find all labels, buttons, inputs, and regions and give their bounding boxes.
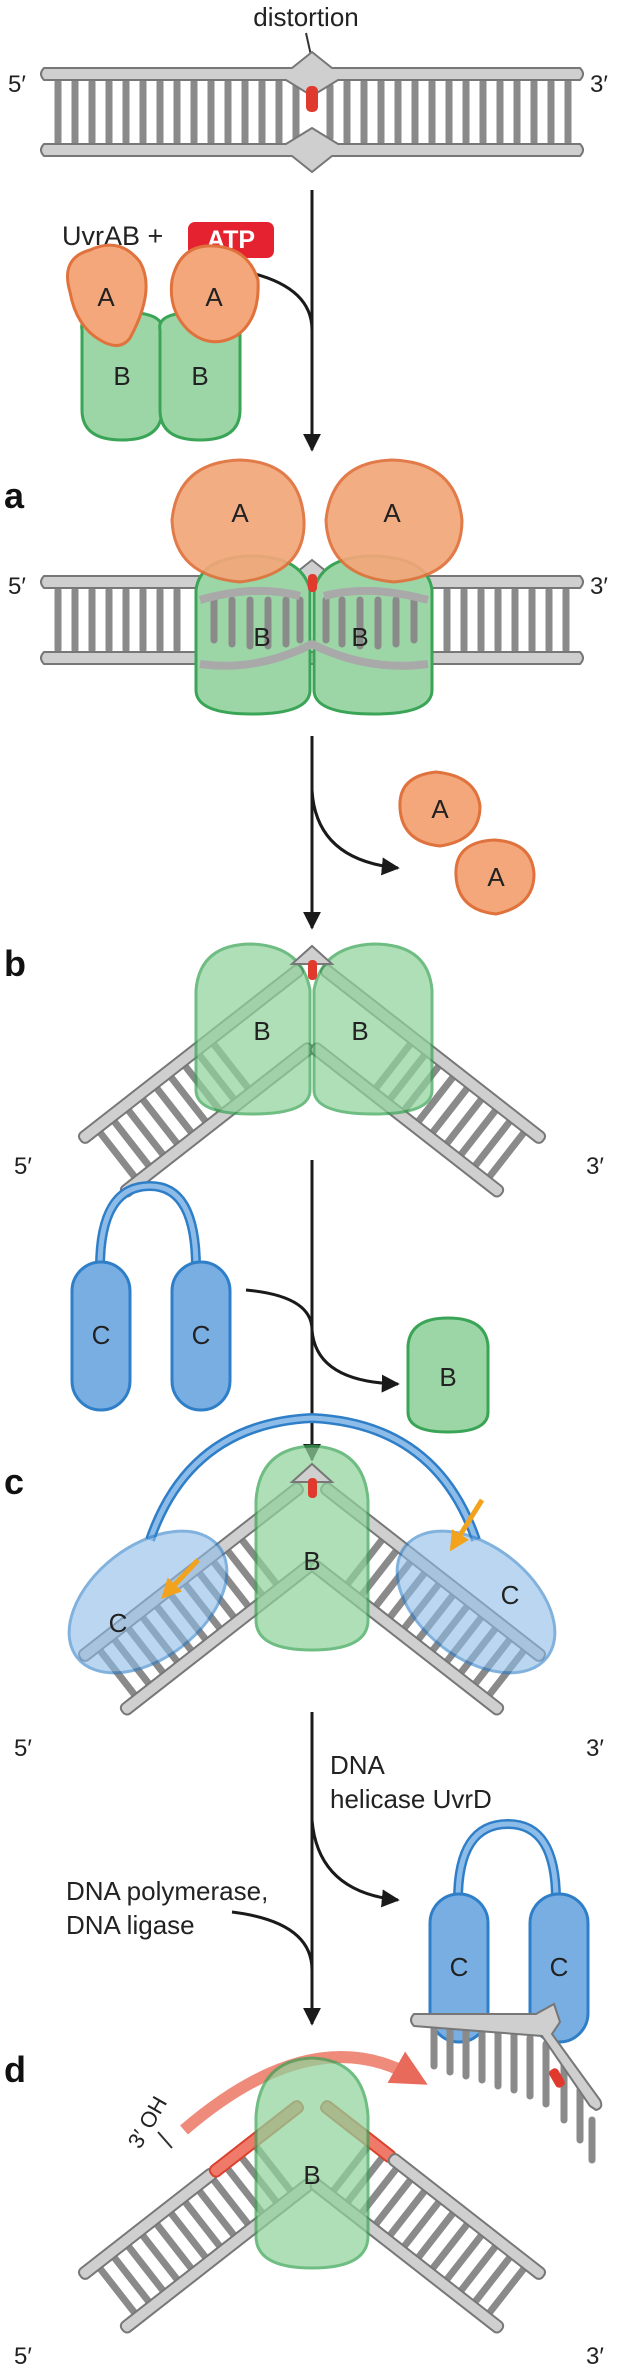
c-label: C [109, 1608, 128, 1638]
uvrc-release-arrow [310, 1819, 400, 1908]
helicase-label-line1: DNA [330, 1750, 386, 1780]
uvrc-subunit [170, 1260, 232, 1412]
five-prime-label: 5′ [14, 1735, 32, 1762]
uvrb-subunit [312, 942, 434, 1116]
lesion [306, 86, 318, 112]
uvrab-complex-free: UvrAB + ATP B B A A [62, 221, 314, 442]
lesion [549, 2068, 565, 2088]
b-label: B [253, 622, 270, 652]
released-uvrc: C C [428, 1818, 590, 2044]
lesion [308, 574, 317, 592]
initial-dna: distortion 5′ 3′ [8, 2, 608, 174]
b-label: B [439, 1362, 456, 1392]
panel-label-d: d [4, 2049, 26, 2090]
free-uvrc: C C [70, 1180, 232, 1412]
panel-a: B B A A 5′ 3′ [8, 458, 608, 716]
lesion [308, 960, 317, 980]
five-prime-label: 5′ [14, 2343, 32, 2370]
panel-label-a: a [4, 475, 25, 516]
three-prime-label: 3′ [590, 573, 608, 600]
b-label: B [351, 622, 368, 652]
panel-b: B B 5′ 3′ [14, 942, 604, 1198]
uvra-subunit [66, 243, 148, 347]
three-prime-label: 3′ [586, 1735, 604, 1762]
c-label: C [192, 1320, 211, 1350]
uvrc-subunit [70, 1260, 132, 1412]
uvra-subunit [169, 244, 260, 344]
c-label: C [450, 1952, 469, 1982]
uvra-subunit [170, 458, 306, 584]
a-label: A [205, 282, 223, 312]
panel-label-b: b [4, 943, 26, 984]
uvrb-subunit [254, 1444, 370, 1652]
panel-d: B 3′ OH 5′ 3′ [14, 2051, 604, 2370]
helicase-label-line2: helicase UvrD [330, 1784, 492, 1814]
bottom-strand [40, 126, 584, 174]
uvrb-subunit [406, 1316, 490, 1434]
uvrc-subunit [395, 1529, 557, 1675]
released-uvrb: B [406, 1316, 490, 1434]
incision-arrow-3prime [449, 1498, 485, 1552]
bottom-strand [40, 651, 584, 665]
b-label: B [303, 2160, 320, 2190]
a-label: A [431, 794, 449, 824]
polymerase-label-line2: DNA ligase [66, 1910, 195, 1940]
polymerase-curve [231, 1910, 314, 1971]
three-prime-oh-label: 3′ OH [123, 2092, 172, 2153]
b-label: B [253, 1016, 270, 1046]
oh-pointer [157, 2131, 173, 2149]
five-prime-label: 5′ [8, 71, 26, 98]
panel-label-c: c [4, 1461, 24, 1502]
five-prime-label: 5′ [14, 1153, 32, 1180]
a-label: A [487, 862, 505, 892]
uvrb-subunit [254, 2056, 370, 2270]
polymerase-label-line1: DNA polymerase, [66, 1876, 268, 1906]
released-uvra: A A [398, 770, 536, 916]
a-label: A [231, 498, 249, 528]
b-label: B [113, 361, 130, 391]
a-label: A [383, 498, 401, 528]
three-prime-label: 3′ [586, 2343, 604, 2370]
uvra-subunit [398, 770, 482, 848]
uvrc-subunit [67, 1529, 229, 1675]
panel-c: C C B 5′ 3′ [14, 1412, 604, 1762]
b-label: B [303, 1546, 320, 1576]
excised-oligonucleotide [410, 2002, 603, 2164]
uvra-subunit [324, 458, 464, 584]
uvrc-subunit [428, 1892, 490, 2044]
c-label: C [501, 1580, 520, 1610]
c-label: C [550, 1952, 569, 1982]
three-prime-label: 3′ [590, 71, 608, 98]
uvrc-uvrb-exchange-arrow [245, 1288, 400, 1393]
a-label: A [97, 282, 115, 312]
uvra-subunit [454, 838, 536, 916]
top-strand [40, 50, 584, 98]
uvra-release-arrow [310, 789, 400, 876]
lesion [308, 1478, 317, 1498]
five-prime-label: 5′ [8, 573, 26, 600]
incision-arrow-5prime [161, 1558, 200, 1599]
b-label: B [351, 1016, 368, 1046]
distortion-label: distortion [253, 2, 359, 32]
c-label: C [92, 1320, 111, 1350]
b-label: B [191, 361, 208, 391]
uvrb-subunit [194, 942, 312, 1116]
dna-rungs [54, 78, 572, 146]
three-prime-label: 3′ [586, 1153, 604, 1180]
